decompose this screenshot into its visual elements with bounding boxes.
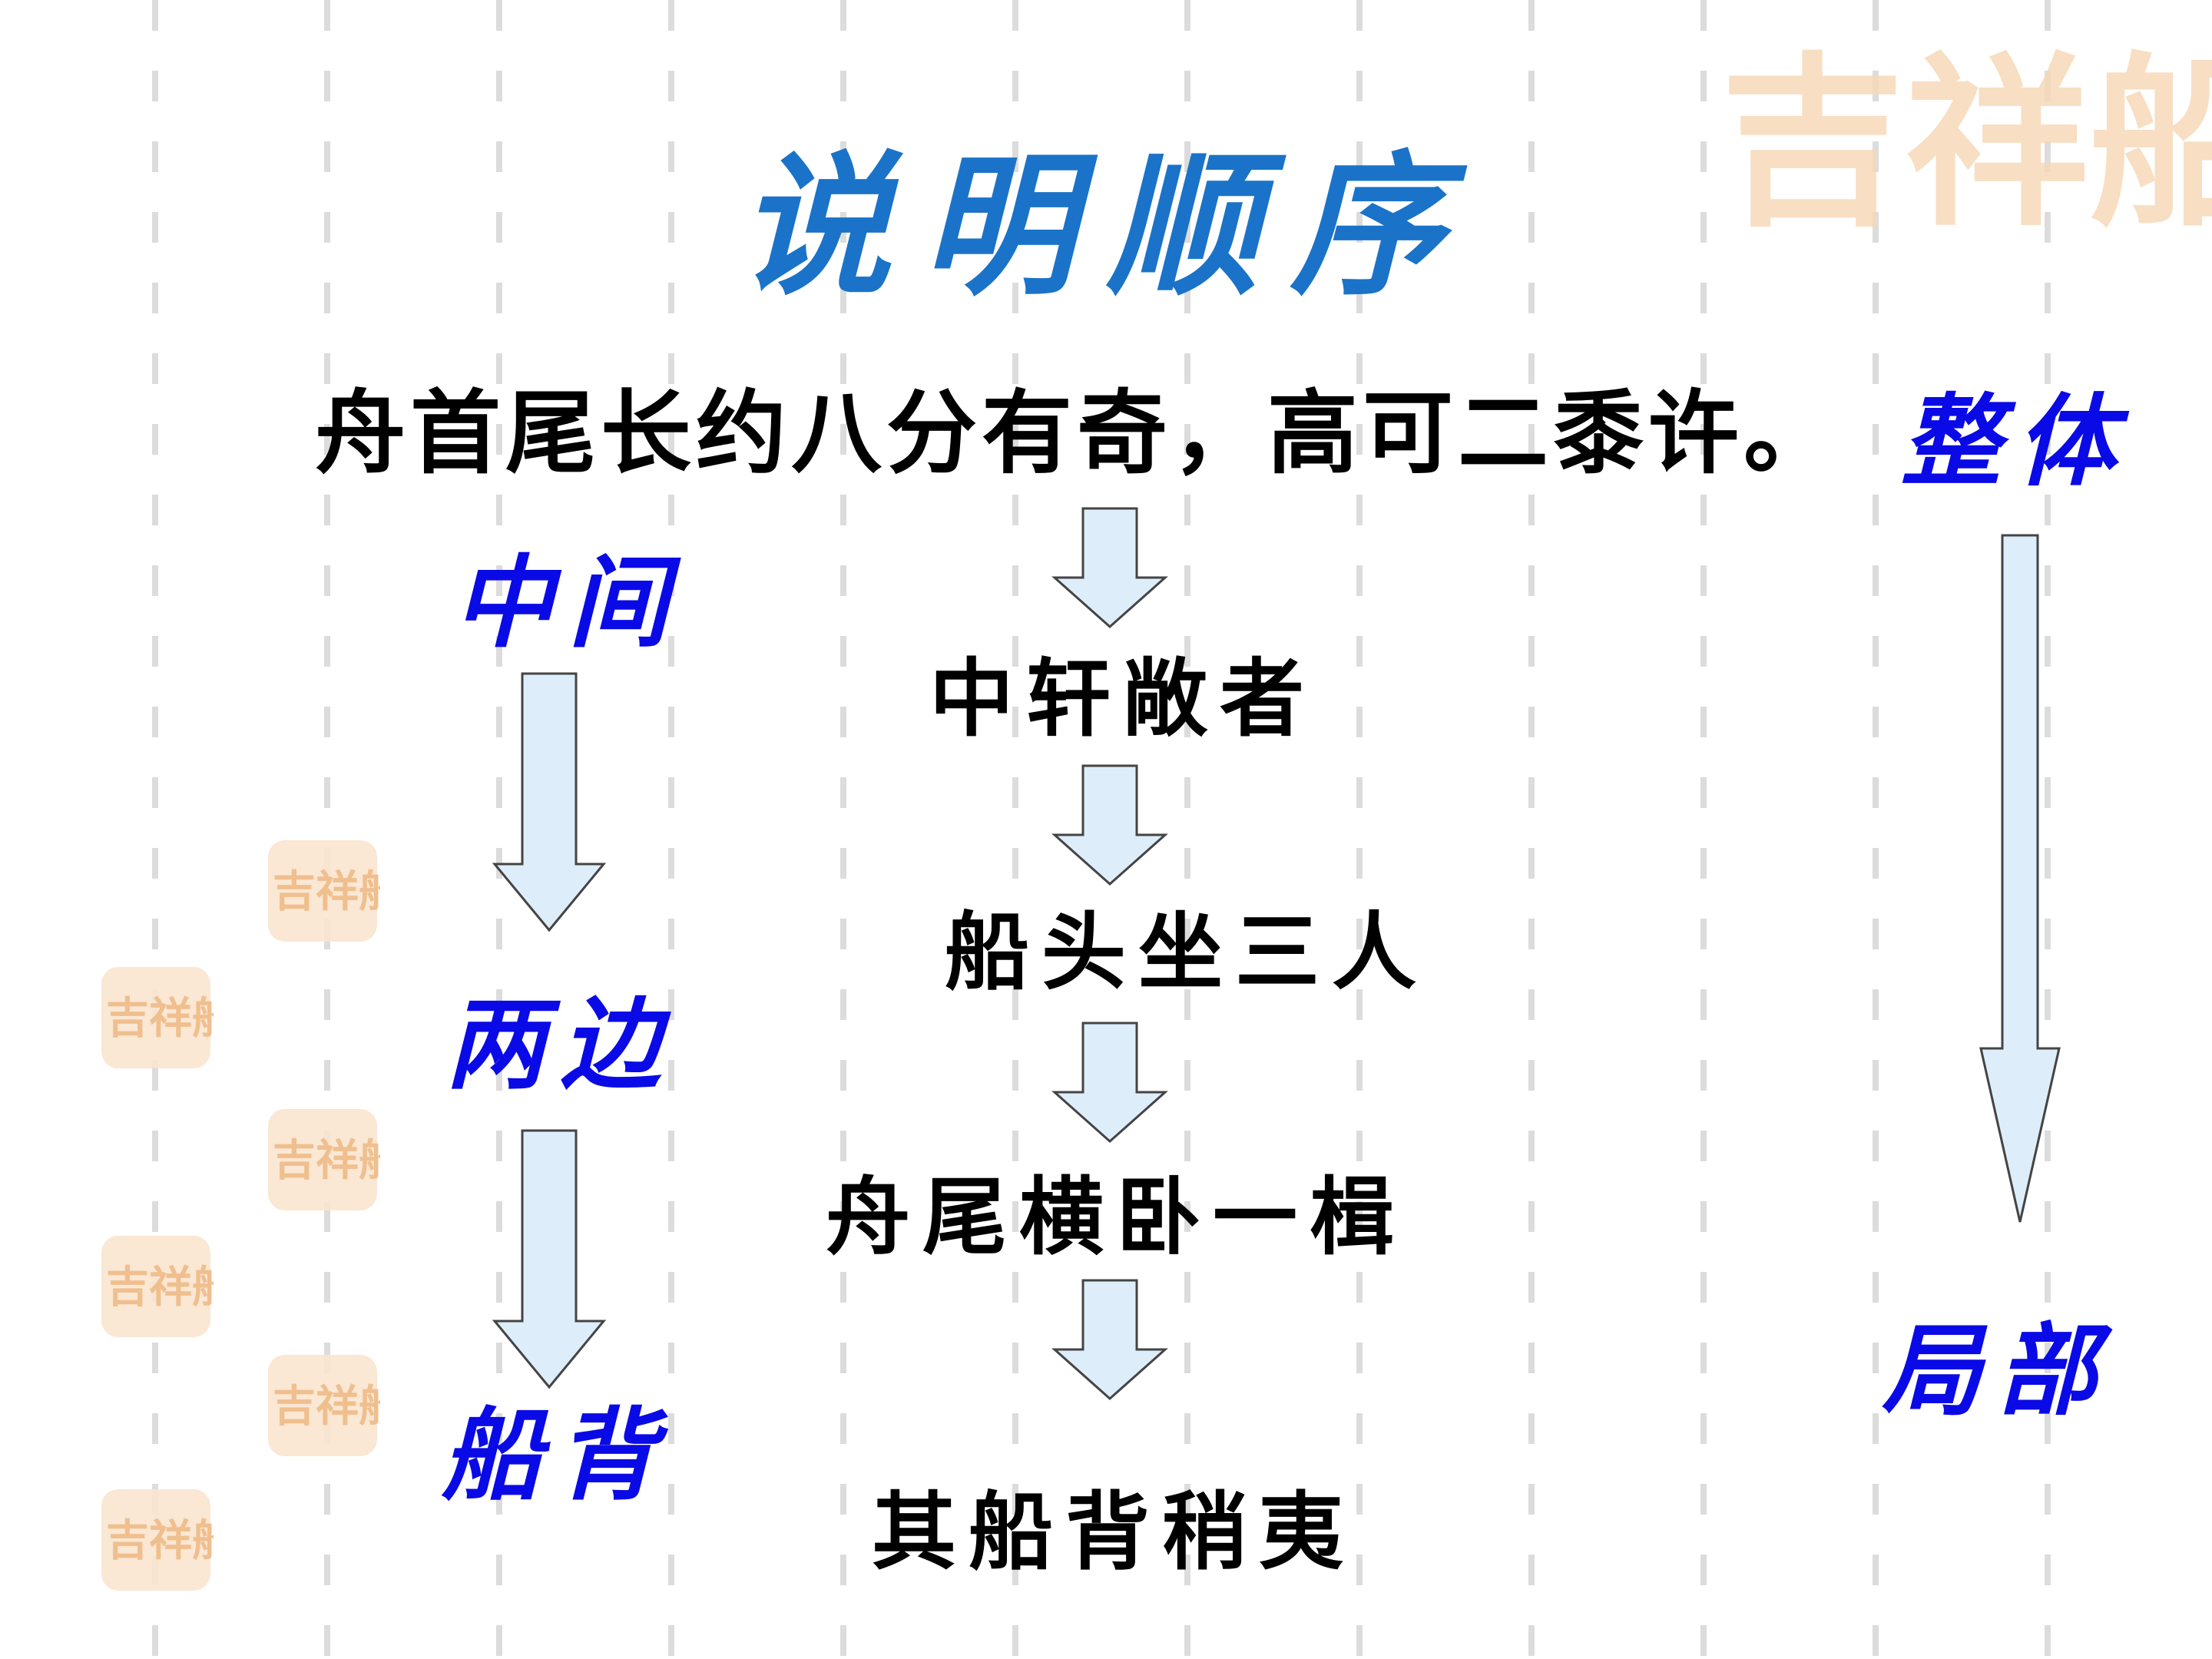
step-boat-back-flat: 其船背稍夷 [872, 1482, 1356, 1581]
label-two-sides: 两边 [445, 985, 677, 1103]
down-arrow-icon [1051, 1022, 1168, 1144]
down-arrow-icon [492, 1129, 607, 1389]
label-overall: 整体 [1901, 382, 2132, 500]
stamp-glyph: 吉祥船 [273, 1381, 380, 1432]
stamp-glyph: 吉祥船 [273, 1135, 380, 1186]
step-middle-cabin: 中轩敞者 [929, 649, 1316, 748]
down-arrow-icon [1051, 764, 1168, 886]
down-arrow-icon [1051, 507, 1168, 629]
decorative-stamp: 吉祥船 [268, 840, 380, 942]
stamp-glyph: 吉祥船 [106, 1262, 214, 1313]
step-bow-three-people: 船头坐三人 [945, 902, 1429, 1002]
stamp-glyph: 吉祥船 [106, 1515, 214, 1566]
page-title: 说明顺序 [737, 136, 1475, 316]
decorative-stamp: 吉祥船 [101, 1236, 214, 1337]
down-arrow-icon [1051, 1279, 1168, 1401]
decorative-stamp: 吉祥船 [101, 1489, 214, 1591]
stamp-glyph: 吉祥船 [106, 993, 214, 1044]
step-stern-oar: 舟尾横卧一楫 [826, 1167, 1406, 1267]
decorative-watermark: 吉祥船 [1720, 35, 2212, 251]
down-arrow-icon [492, 672, 607, 932]
decorative-stamp: 吉祥船 [268, 1355, 380, 1456]
label-boat-back: 船背 [442, 1396, 673, 1514]
decorative-stamp: 吉祥船 [101, 967, 214, 1068]
down-arrow-icon [1979, 534, 2061, 1223]
main-sentence: 舟首尾长约八分有奇，高可二黍许。 [315, 379, 1839, 486]
watermark-glyph: 吉祥船 [1720, 35, 2212, 251]
label-local: 局部 [1882, 1312, 2113, 1429]
decorative-stamp: 吉祥船 [268, 1109, 380, 1210]
stamp-glyph: 吉祥船 [273, 866, 380, 917]
label-middle: 中间 [453, 544, 684, 661]
